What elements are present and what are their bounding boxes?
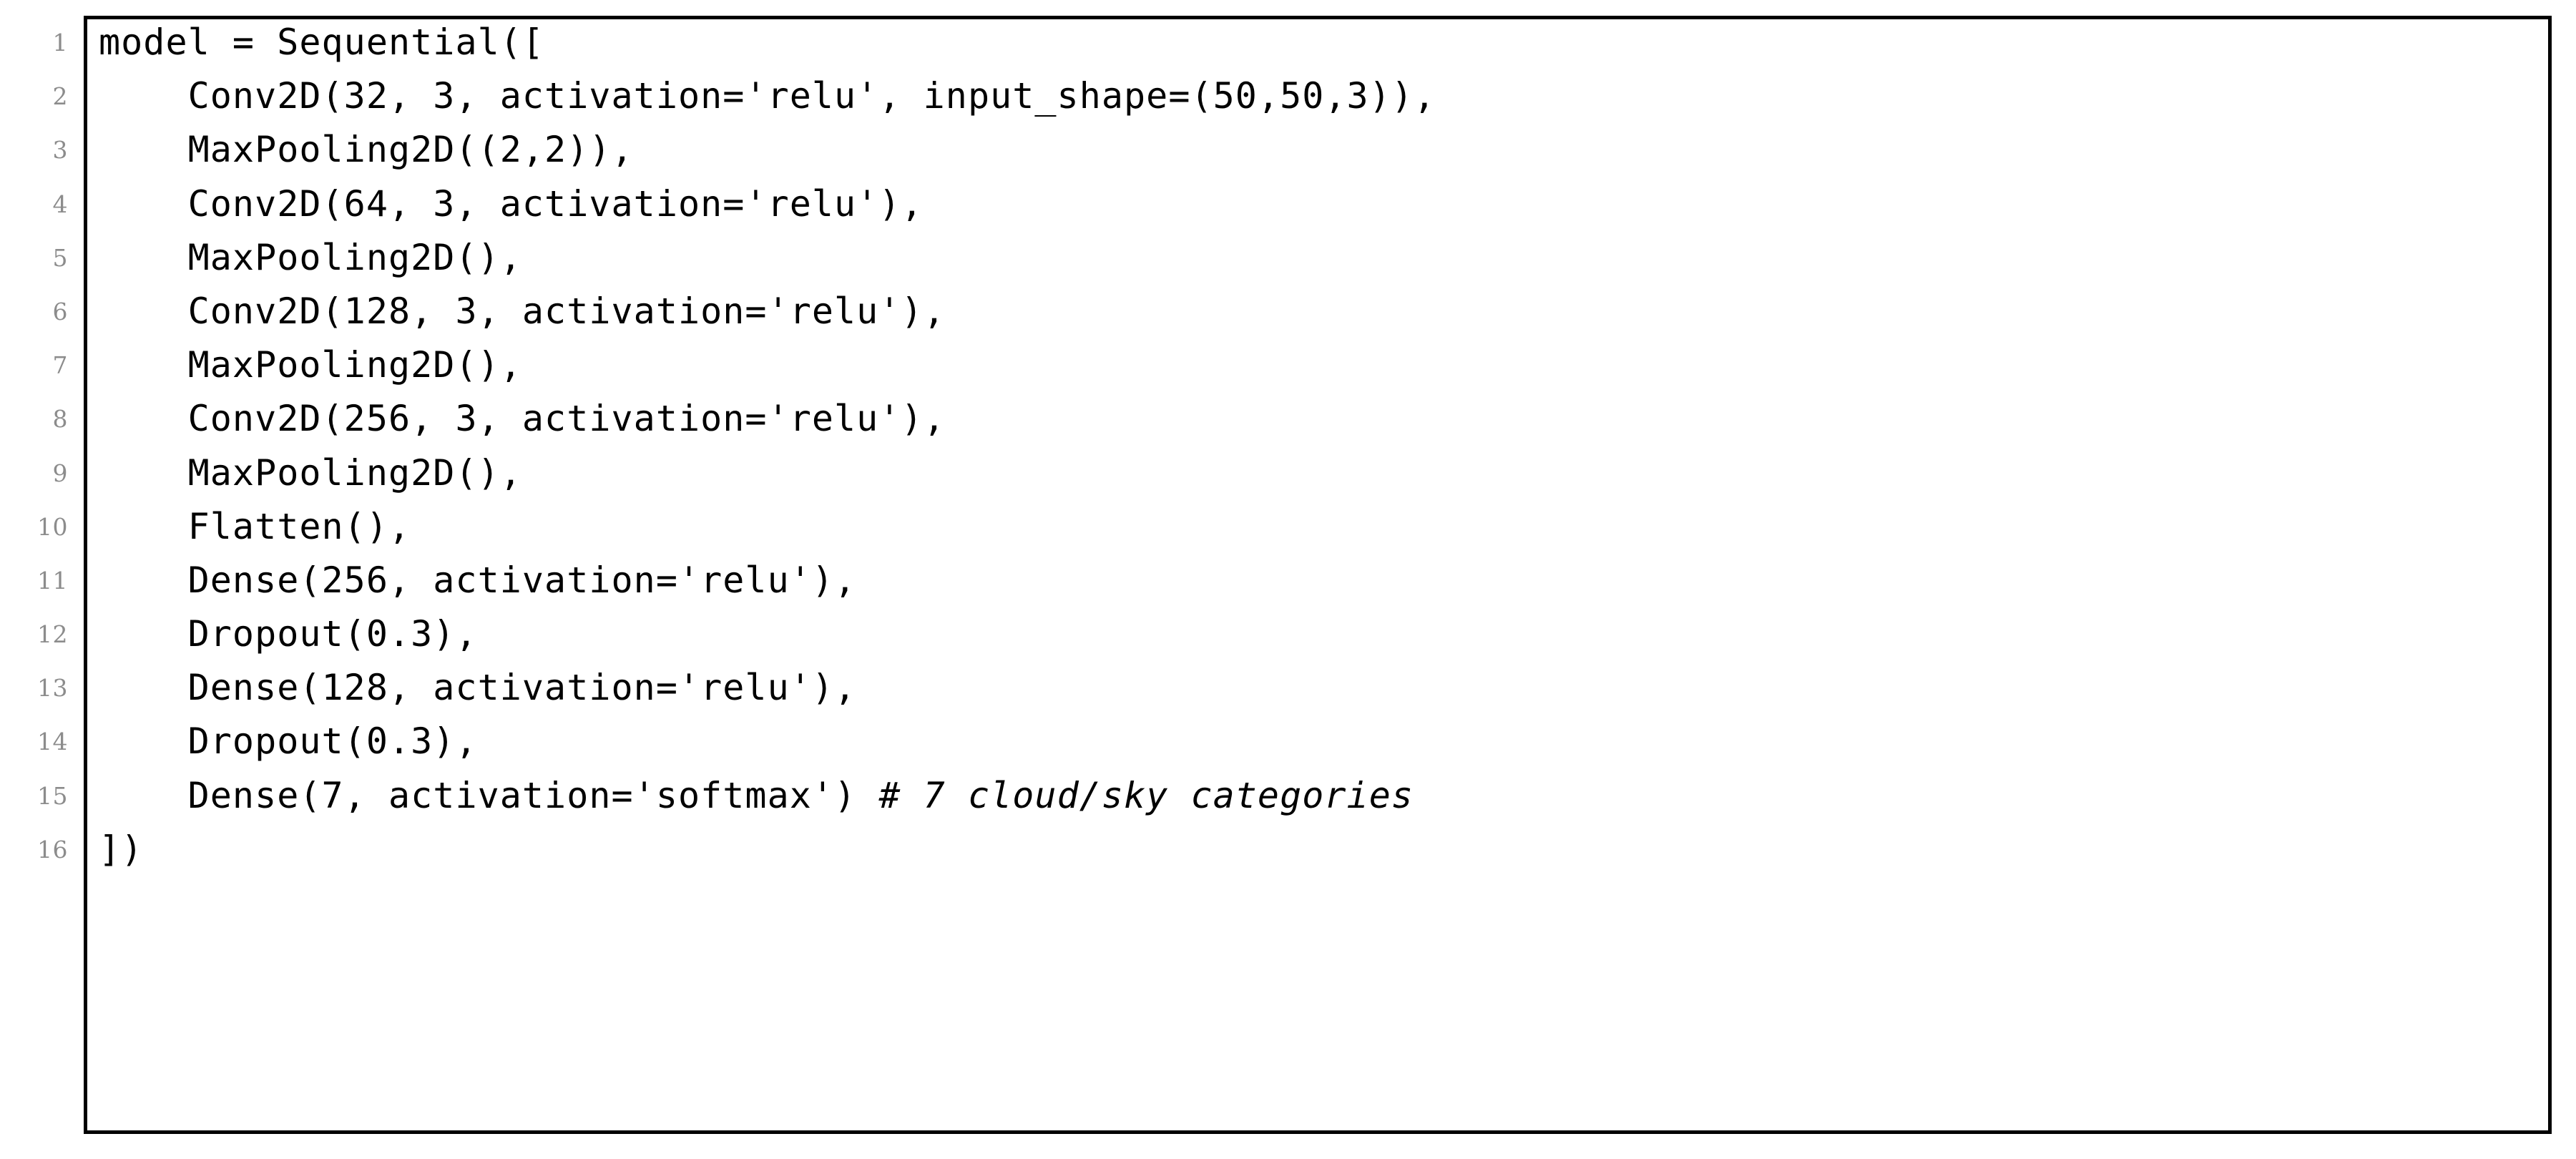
code-source: Conv2D(64, 3, activation='relu'),	[99, 182, 924, 225]
code-source: Dense(128, activation='relu'),	[99, 667, 857, 709]
code-source: Dense(7, activation='softmax')	[99, 774, 879, 816]
code-source: Dense(256, activation='relu'),	[99, 559, 857, 601]
code-line: 2 Conv2D(32, 3, activation='relu', input…	[0, 69, 2576, 123]
code-source: MaxPooling2D(),	[99, 451, 522, 494]
line-number: 16	[37, 835, 68, 864]
line-number: 10	[37, 512, 68, 541]
code-source: model = Sequential([	[99, 21, 545, 63]
code-line: 12 Dropout(0.3),	[0, 607, 2576, 661]
line-number: 3	[52, 136, 68, 165]
code-line: 10 Flatten(),	[0, 500, 2576, 554]
code-line: 3 MaxPooling2D((2,2)),	[0, 123, 2576, 177]
code-text: MaxPooling2D(),	[99, 231, 522, 285]
code-text: Dropout(0.3),	[99, 715, 478, 768]
code-source: Conv2D(256, 3, activation='relu'),	[99, 398, 946, 440]
code-text: Dense(128, activation='relu'),	[99, 661, 856, 715]
line-number: 2	[52, 82, 68, 111]
code-text: Conv2D(64, 3, activation='relu'),	[99, 177, 924, 231]
line-number: 8	[52, 405, 68, 434]
code-text: Flatten(),	[99, 500, 411, 554]
line-number: 7	[52, 351, 68, 380]
code-source: MaxPooling2D((2,2)),	[99, 129, 634, 171]
line-number: 6	[52, 297, 68, 326]
code-line: 1 model = Sequential([	[0, 16, 2576, 69]
code-text: Dense(7, activation='softmax') # 7 cloud…	[99, 769, 1414, 823]
code-text: Conv2D(256, 3, activation='relu'),	[99, 392, 946, 446]
line-number: 1	[52, 29, 68, 57]
code-source: Dropout(0.3),	[99, 720, 478, 763]
code-listing-frame	[84, 16, 2552, 1134]
line-number: 15	[37, 781, 68, 810]
line-number: 12	[37, 620, 68, 649]
code-text: ])	[99, 823, 143, 876]
code-source: MaxPooling2D(),	[99, 344, 522, 386]
code-line: 16])	[0, 823, 2576, 876]
code-line: 9 MaxPooling2D(),	[0, 446, 2576, 500]
code-source: MaxPooling2D(),	[99, 236, 522, 278]
line-number: 4	[52, 190, 68, 218]
code-text: Conv2D(32, 3, activation='relu', input_s…	[99, 69, 1436, 123]
line-number: 14	[37, 728, 68, 756]
code-text: Dropout(0.3),	[99, 607, 478, 661]
code-line: 11 Dense(256, activation='relu'),	[0, 554, 2576, 607]
line-number: 11	[37, 566, 68, 595]
code-line: 7 MaxPooling2D(),	[0, 338, 2576, 392]
code-text: Dense(256, activation='relu'),	[99, 554, 856, 607]
code-line: 5 MaxPooling2D(),	[0, 231, 2576, 285]
code-text: model = Sequential([	[99, 16, 544, 69]
code-source: ])	[99, 828, 144, 870]
code-line: 4 Conv2D(64, 3, activation='relu'),	[0, 177, 2576, 231]
code-line: 6 Conv2D(128, 3, activation='relu'),	[0, 285, 2576, 338]
line-number: 9	[52, 459, 68, 487]
code-text: MaxPooling2D((2,2)),	[99, 123, 634, 177]
code-listing-lines: 1 model = Sequential([ 2 Conv2D(32, 3, act…	[0, 16, 2576, 1134]
code-line: 8 Conv2D(256, 3, activation='relu'),	[0, 392, 2576, 446]
code-text: Conv2D(128, 3, activation='relu'),	[99, 285, 946, 338]
code-line: 14 Dropout(0.3),	[0, 715, 2576, 768]
code-line: 15 Dense(7, activation='softmax') # 7 cl…	[0, 769, 2576, 823]
line-number: 5	[52, 243, 68, 272]
code-source: Flatten(),	[99, 505, 411, 547]
code-text: MaxPooling2D(),	[99, 446, 522, 500]
code-source: Conv2D(32, 3, activation='relu', input_s…	[99, 75, 1436, 117]
code-source: Conv2D(128, 3, activation='relu'),	[99, 290, 946, 332]
code-source: Dropout(0.3),	[99, 613, 478, 655]
code-text: MaxPooling2D(),	[99, 338, 522, 392]
code-comment: # 7 cloud/sky categories	[878, 774, 1414, 816]
line-number: 13	[37, 674, 68, 703]
code-line: 13 Dense(128, activation='relu'),	[0, 661, 2576, 715]
